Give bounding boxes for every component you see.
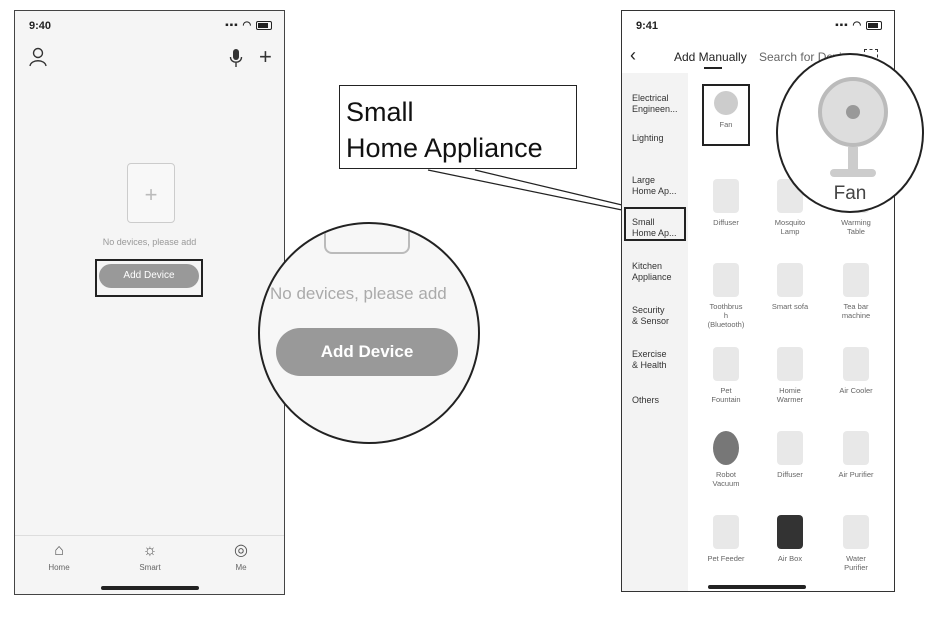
back-chevron-icon[interactable]: ‹	[630, 45, 636, 65]
bottom-tab-bar: ⌂ Home ☼ Smart ◎ Me	[15, 535, 284, 594]
tab-home[interactable]: ⌂ Home	[29, 542, 89, 572]
category-item[interactable]: Security & Sensor	[632, 305, 670, 326]
status-bar: 9:40 ▪▪▪ ◠	[15, 11, 284, 37]
add-device-highlight-box	[95, 259, 203, 297]
category-sidebar	[622, 73, 688, 591]
battery-icon	[256, 20, 272, 30]
tab-me-label: Me	[235, 563, 247, 572]
category-item[interactable]: Electrical Engineen...	[632, 93, 678, 114]
user-icon[interactable]	[29, 47, 47, 67]
device-label: Smart sofa	[771, 302, 809, 311]
tab-home-label: Home	[48, 563, 70, 572]
device-label: Toothbrus h (Bluetooth)	[707, 302, 745, 329]
category-item[interactable]: Lighting	[632, 133, 664, 143]
empty-document-icon: +	[127, 163, 175, 223]
empty-state-text: No devices, please add	[102, 237, 197, 247]
device-item[interactable]: Fan	[696, 91, 756, 129]
home-icon: ⌂	[54, 542, 64, 559]
status-bar: 9:41 ▪▪▪ ◠	[622, 11, 894, 37]
zoom-circle-add-device: No devices, please add Add Device	[258, 222, 480, 444]
device-label: Robot Vacuum	[712, 470, 740, 488]
tab-me[interactable]: ◎ Me	[211, 542, 271, 572]
add-plus-icon[interactable]: +	[259, 44, 272, 69]
zoom-circle-fan: Fan	[776, 53, 924, 213]
device-item[interactable]: Pet Fountain	[696, 347, 756, 404]
tea-bar-machine-icon	[843, 263, 869, 297]
fan-icon	[818, 77, 888, 147]
device-label: Diffuser	[777, 470, 803, 479]
device-item[interactable]: Tea bar machine	[826, 263, 886, 320]
category-callout: Small Home Appliance	[339, 85, 577, 169]
water-purifier-icon	[843, 515, 869, 549]
device-item[interactable]: Air Cooler	[826, 347, 886, 395]
pet-fountain-icon	[713, 347, 739, 381]
zoom-empty-text: No devices, please add	[270, 284, 447, 303]
home-screen-phone: 9:40 ▪▪▪ ◠ + + No devices, please add Ad…	[14, 10, 285, 595]
device-label: Mosquito Lamp	[774, 218, 806, 236]
device-item[interactable]: Homie Warmer	[760, 347, 820, 404]
device-label: Homie Warmer	[776, 386, 804, 404]
zoom-fan-label: Fan	[833, 183, 867, 204]
microphone-icon[interactable]	[229, 48, 243, 68]
air-purifier-icon	[843, 431, 869, 465]
device-label: Air Cooler	[839, 386, 873, 395]
toothbrush-icon	[713, 263, 739, 297]
fan-icon	[714, 91, 738, 115]
selected-category-highlight	[624, 207, 686, 241]
active-tab-underline	[704, 67, 722, 69]
category-item[interactable]: Kitchen Appliance	[632, 261, 672, 282]
device-label: Air Box	[777, 554, 803, 563]
home-indicator	[708, 585, 806, 589]
status-icons: ▪▪▪ ◠	[835, 20, 882, 31]
device-item[interactable]: Diffuser	[760, 431, 820, 479]
device-label: Air Purifier	[838, 470, 874, 479]
robot-vacuum-icon	[713, 431, 739, 465]
device-label: Warming Table	[841, 218, 871, 236]
battery-icon	[866, 20, 882, 30]
status-icons: ▪▪▪ ◠	[225, 20, 272, 31]
pet-feeder-icon	[713, 515, 739, 549]
home-warmer-icon	[777, 347, 803, 381]
air-box-icon	[777, 515, 803, 549]
sun-icon: ☼	[142, 542, 158, 559]
device-item[interactable]: Robot Vacuum	[696, 431, 756, 488]
diffuser-icon	[713, 179, 739, 213]
fan-stand	[848, 147, 858, 171]
device-label: Diffuser	[713, 218, 739, 227]
category-item[interactable]: Exercise & Health	[632, 349, 667, 370]
device-label: Tea bar machine	[841, 302, 871, 320]
tab-add-manually[interactable]: Add Manually	[674, 50, 747, 64]
device-label: Pet Fountain	[711, 386, 741, 404]
category-item[interactable]: Others	[632, 395, 660, 405]
category-item[interactable]: Large Home Ap...	[632, 175, 677, 196]
device-label: Pet Feeder	[707, 554, 745, 563]
callout-text: Small Home Appliance	[346, 94, 543, 166]
zoom-add-device-button: Add Device	[276, 328, 458, 376]
tab-smart-label: Smart	[139, 563, 161, 572]
device-item[interactable]: Smart sofa	[760, 263, 820, 311]
category-item[interactable]: Small Home Ap...	[632, 217, 677, 238]
device-label: Water Purifier	[844, 554, 868, 572]
fan-base	[830, 169, 876, 177]
diffuser-icon	[777, 431, 803, 465]
add-device-button[interactable]: Add Device	[99, 264, 199, 288]
device-item[interactable]: Water Purifier	[826, 515, 886, 572]
device-label: Fan	[719, 120, 733, 129]
device-item[interactable]: Diffuser	[696, 179, 756, 227]
home-indicator	[101, 586, 199, 590]
air-cooler-icon	[843, 347, 869, 381]
device-item[interactable]: Toothbrus h (Bluetooth)	[696, 263, 756, 329]
fan-highlight-box	[702, 84, 750, 146]
callout-line-1: Small	[346, 97, 414, 127]
profile-icon: ◎	[234, 542, 248, 559]
device-item[interactable]: Pet Feeder	[696, 515, 756, 563]
status-time: 9:40	[29, 20, 52, 32]
status-time: 9:41	[636, 20, 659, 32]
smart-sofa-icon	[777, 263, 803, 297]
tab-smart[interactable]: ☼ Smart	[120, 542, 180, 572]
device-item[interactable]: Air Purifier	[826, 431, 886, 479]
device-item[interactable]: Air Box	[760, 515, 820, 563]
zoom-document-icon	[324, 224, 410, 254]
callout-line-2: Home Appliance	[346, 133, 543, 163]
